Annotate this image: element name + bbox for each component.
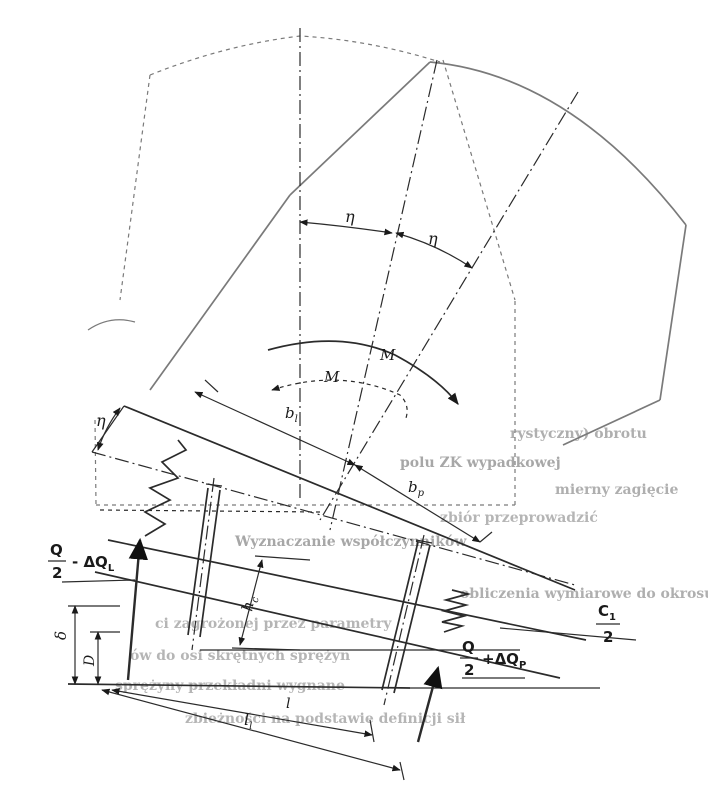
q-left-denominator: 2 <box>52 564 62 582</box>
background-text-line: obliczenia wymiarowe do okrosu <box>460 586 708 602</box>
background-text-line: mierny zagięcie <box>555 482 678 498</box>
moment-label-inner: M <box>323 368 340 386</box>
tilted-base-line <box>91 451 576 586</box>
background-text-line: Wyznaczanie współczynników <box>234 534 467 550</box>
tilted-spring-plate <box>91 405 576 591</box>
dimension-hc: hc <box>231 555 311 651</box>
tilted-axis-outer <box>319 91 579 521</box>
center-lines <box>91 28 579 586</box>
q-right-tail: +ΔQP <box>482 650 526 671</box>
d-label: D <box>82 655 98 667</box>
c1-numerator: C1 <box>598 602 616 623</box>
background-text-line: rystyczny) obrotu <box>510 426 647 442</box>
force-arrows <box>61 537 525 743</box>
eta-label-side: η <box>96 411 106 430</box>
delta-label: δ <box>52 631 70 640</box>
q-left-numerator: Q <box>50 541 63 559</box>
ll-label: ll <box>244 710 252 732</box>
moment-arcs: M M <box>267 340 459 419</box>
background-text-line: zbiór przeprowadzić <box>440 510 598 526</box>
q-right-denominator: 2 <box>464 661 474 679</box>
hc-label: hc <box>238 594 261 613</box>
left-vertical-rod <box>187 477 223 651</box>
right-vertical-rod <box>381 534 433 706</box>
dimension-b: bl bp <box>194 379 493 543</box>
b-l-label: bl <box>285 404 298 425</box>
background-text-line: ci zagrożonej przez parametry <box>155 616 392 632</box>
left-spring <box>143 439 188 537</box>
tilted-axis-inner <box>329 59 438 531</box>
c1-denominator: 2 <box>603 628 613 646</box>
eta-label-left: η <box>345 207 355 226</box>
dimension-ll: ll l <box>101 687 405 781</box>
neutral-body-outline <box>87 35 516 506</box>
background-text-line: ów do osi skrętnych sprężyn <box>130 648 350 664</box>
q-left-tail: - ΔQL <box>72 553 115 574</box>
force-left-label: Q 2 - ΔQL <box>48 541 115 582</box>
eta-label-right: η <box>428 229 438 248</box>
tilted-body-outline <box>149 61 687 446</box>
force-right-label: Q 2 +ΔQP <box>460 638 526 679</box>
b-p-label: bp <box>408 478 425 499</box>
background-text-block: rystyczny) obrotu polu ZK wypadkowej mie… <box>115 426 708 727</box>
l-small-label: l <box>286 696 290 712</box>
eta-angle-marks: η η <box>299 207 473 269</box>
q-right-numerator: Q <box>462 638 475 656</box>
dimension-delta-d: δ D <box>52 605 120 685</box>
moment-label-outer: M <box>379 346 396 364</box>
c1-label: C1 2 <box>499 602 637 646</box>
background-text-line: polu ZK wypadkowej <box>400 455 561 471</box>
eta-side-mark: η <box>96 407 121 451</box>
